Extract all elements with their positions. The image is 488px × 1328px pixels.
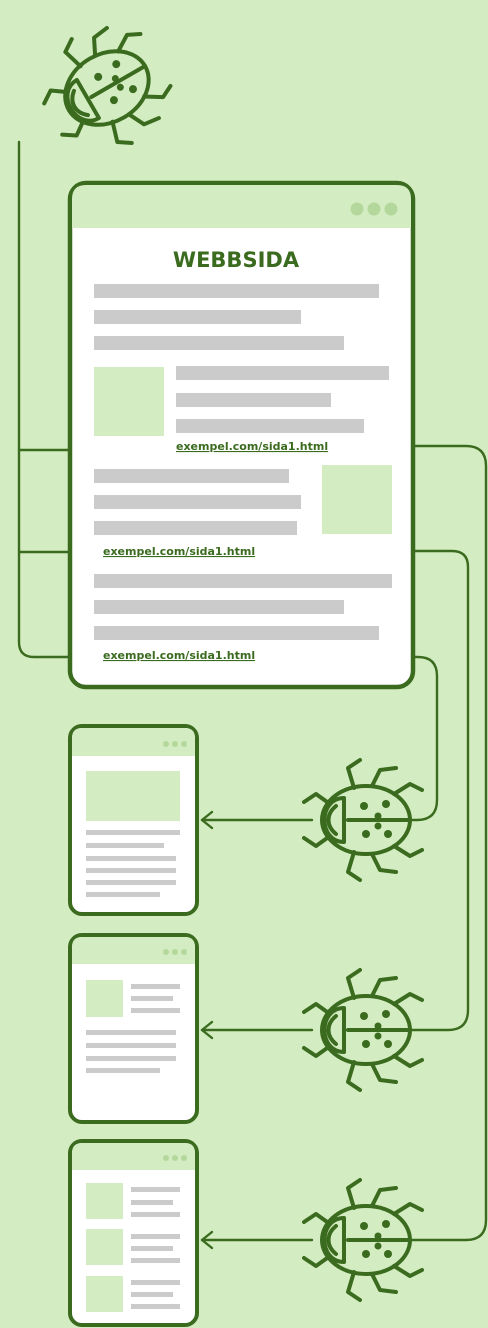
crawled-page-1 (68, 724, 199, 916)
link-3-path (264, 655, 439, 822)
arrow-left-icon (200, 810, 214, 830)
image-placeholder (86, 1276, 123, 1312)
window-dots-icon (163, 949, 187, 955)
ladybug-icon (302, 968, 424, 1092)
text-placeholders (94, 284, 392, 640)
window-dots-icon (163, 741, 187, 747)
link-text[interactable]: exempel.com/sida1.html (103, 649, 255, 662)
trunk-line (17, 140, 94, 659)
ladybug-icon (302, 758, 424, 882)
image-placeholder (322, 465, 392, 534)
link-2-path (244, 549, 470, 1032)
ladybug-icon (21, 6, 188, 173)
arrow-left-icon (200, 1230, 214, 1250)
image-placeholder (86, 980, 123, 1017)
crawled-page-3 (68, 1139, 199, 1327)
crawled-page-2 (68, 933, 199, 1124)
image-placeholder (86, 771, 180, 821)
arrow-left-icon (200, 1020, 214, 1040)
image-placeholder (86, 1229, 123, 1265)
link-text[interactable]: exempel.com/sida1.html (176, 440, 328, 453)
link-text[interactable]: exempel.com/sida1.html (103, 545, 255, 558)
image-placeholder (86, 1183, 123, 1219)
page-title: WEBBSIDA (173, 248, 300, 272)
window-dots-icon (163, 1155, 187, 1161)
ladybug-icon (302, 1178, 424, 1302)
link-1-path (324, 444, 488, 1242)
image-placeholder (94, 367, 164, 436)
main-webpage: WEBBSIDA exempel.com/sida1.html exempel.… (67, 180, 416, 690)
